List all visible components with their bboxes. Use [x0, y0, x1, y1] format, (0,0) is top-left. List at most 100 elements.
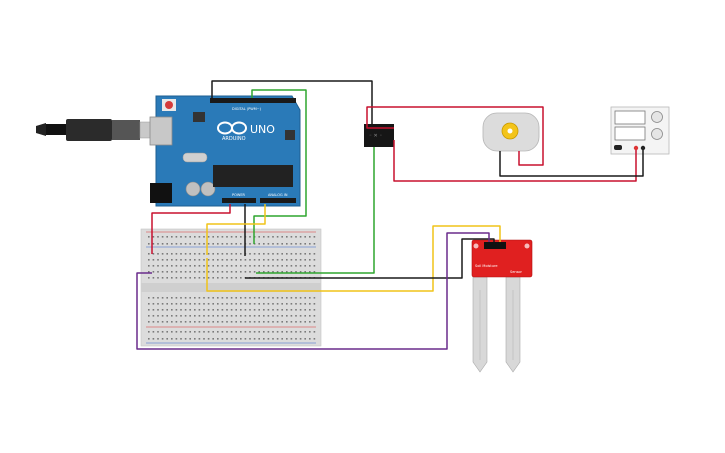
- breadboard-hole: [230, 271, 233, 273]
- breadboard-hole: [161, 259, 164, 261]
- breadboard-hole: [309, 253, 311, 255]
- breadboard-hole: [253, 309, 256, 311]
- breadboard-hole: [235, 331, 237, 333]
- breadboard-hole: [304, 243, 306, 245]
- breadboard-hole: [309, 271, 311, 273]
- breadboard-hole: [226, 277, 228, 279]
- breadboard-hole: [180, 338, 182, 340]
- wire-red-relay-supply[interactable]: [393, 140, 637, 182]
- breadboard-hole: [281, 243, 283, 245]
- breadboard-hole: [203, 331, 205, 333]
- breadboard-hole: [226, 243, 228, 245]
- breadboard-hole: [295, 331, 297, 333]
- breadboard-hole: [286, 265, 288, 267]
- wire-green-digital[interactable]: [251, 89, 307, 244]
- breadboard-hole: [203, 277, 205, 279]
- breadboard-hole: [166, 315, 168, 317]
- relay-icon[interactable]: ◦ ✕ ◦: [364, 124, 394, 147]
- breadboard-hole: [207, 303, 210, 305]
- breadboard-hole: [240, 259, 242, 261]
- breadboard-hole: [230, 309, 233, 311]
- breadboard-hole: [304, 309, 306, 311]
- breadboard-hole: [249, 259, 251, 261]
- breadboard-hole: [258, 331, 260, 333]
- breadboard-hole: [258, 338, 260, 340]
- breadboard-hole: [152, 253, 155, 255]
- breadboard-hole: [148, 277, 150, 279]
- breadboard-hole: [148, 297, 150, 299]
- breadboard-hole: [166, 271, 168, 273]
- breadboard-hole: [290, 321, 293, 323]
- breadboard-hole: [249, 265, 251, 267]
- breadboard-hole: [272, 253, 274, 255]
- breadboard-hole: [175, 338, 178, 340]
- breadboard-hole: [281, 321, 283, 323]
- breadboard-hole: [171, 236, 173, 238]
- breadboard-hole: [194, 315, 196, 317]
- breadboard-hole: [230, 277, 233, 279]
- wire-black-motor[interactable]: [499, 150, 644, 177]
- breadboard-hole: [189, 243, 191, 245]
- breadboard-hole: [267, 243, 270, 245]
- breadboard-hole: [299, 236, 302, 238]
- breadboard-hole: [184, 243, 187, 245]
- breadboard-hole: [217, 271, 219, 273]
- wire-red-5v[interactable]: [151, 204, 231, 254]
- breadboard-hole: [212, 271, 214, 273]
- breadboard-hole: [217, 265, 219, 267]
- breadboard-hole: [295, 297, 297, 299]
- breadboard-hole: [235, 236, 237, 238]
- breadboard-hole: [253, 338, 256, 340]
- breadboard-hole: [313, 265, 316, 267]
- wire-red-supply[interactable]: [366, 106, 544, 166]
- breadboard-hole: [226, 297, 228, 299]
- breadboard-hole: [171, 271, 173, 273]
- breadboard-hole: [217, 259, 219, 261]
- wire-black-relay[interactable]: [211, 80, 373, 124]
- breadboard-hole: [304, 253, 306, 255]
- breadboard-hole: [198, 236, 201, 238]
- soil-moisture-sensor[interactable]: Soil Moisture Sensor: [471, 239, 533, 373]
- breadboard-hole: [203, 309, 205, 311]
- breadboard-hole: [230, 315, 233, 317]
- breadboard-hole: [276, 236, 279, 238]
- arduino-uno-board[interactable]: ARDUINO UNO DIGITAL (PWM~) POWER ANALOG …: [149, 95, 301, 207]
- breadboard-hole: [194, 303, 196, 305]
- breadboard-hole: [276, 309, 279, 311]
- breadboard-hole: [194, 236, 196, 238]
- breadboard-hole: [198, 297, 201, 299]
- breadboard-hole: [207, 271, 210, 273]
- breadboard-hole: [290, 259, 293, 261]
- breadboard-hole: [295, 303, 297, 305]
- breadboard-hole: [194, 277, 196, 279]
- breadboard-hole: [267, 315, 270, 317]
- breadboard-hole: [299, 321, 302, 323]
- wire-green-relay[interactable]: [256, 147, 375, 274]
- breadboard-hole: [184, 338, 187, 340]
- breadboard-hole: [180, 297, 182, 299]
- breadboard-hole: [212, 303, 214, 305]
- breadboard-hole: [290, 243, 293, 245]
- dc-motor-icon[interactable]: [482, 112, 540, 152]
- breadboard-hole: [253, 297, 256, 299]
- wire-yellow-analog[interactable]: [206, 204, 266, 255]
- wire-yellow-sensor[interactable]: [206, 225, 501, 292]
- breadboard-hole: [272, 265, 274, 267]
- breadboard-hole: [295, 265, 297, 267]
- power-supply-icon[interactable]: [610, 106, 670, 155]
- breadboard-hole: [184, 253, 187, 255]
- wire-purple-sensor[interactable]: [136, 232, 490, 350]
- breadboard-hole: [148, 271, 150, 273]
- wire-black-sensor[interactable]: [245, 238, 495, 279]
- breadboard-hole: [249, 321, 251, 323]
- breadboard-hole: [272, 315, 274, 317]
- breadboard-hole: [309, 303, 311, 305]
- breadboard-hole: [148, 338, 150, 340]
- breadboard-hole: [263, 321, 265, 323]
- breadboard-hole: [157, 303, 159, 305]
- breadboard-hole: [226, 253, 228, 255]
- arduino-logo-text: ARDUINO: [222, 136, 246, 142]
- breadboard-hole: [152, 338, 155, 340]
- breadboard-hole: [230, 253, 233, 255]
- breadboard[interactable]: [140, 228, 322, 347]
